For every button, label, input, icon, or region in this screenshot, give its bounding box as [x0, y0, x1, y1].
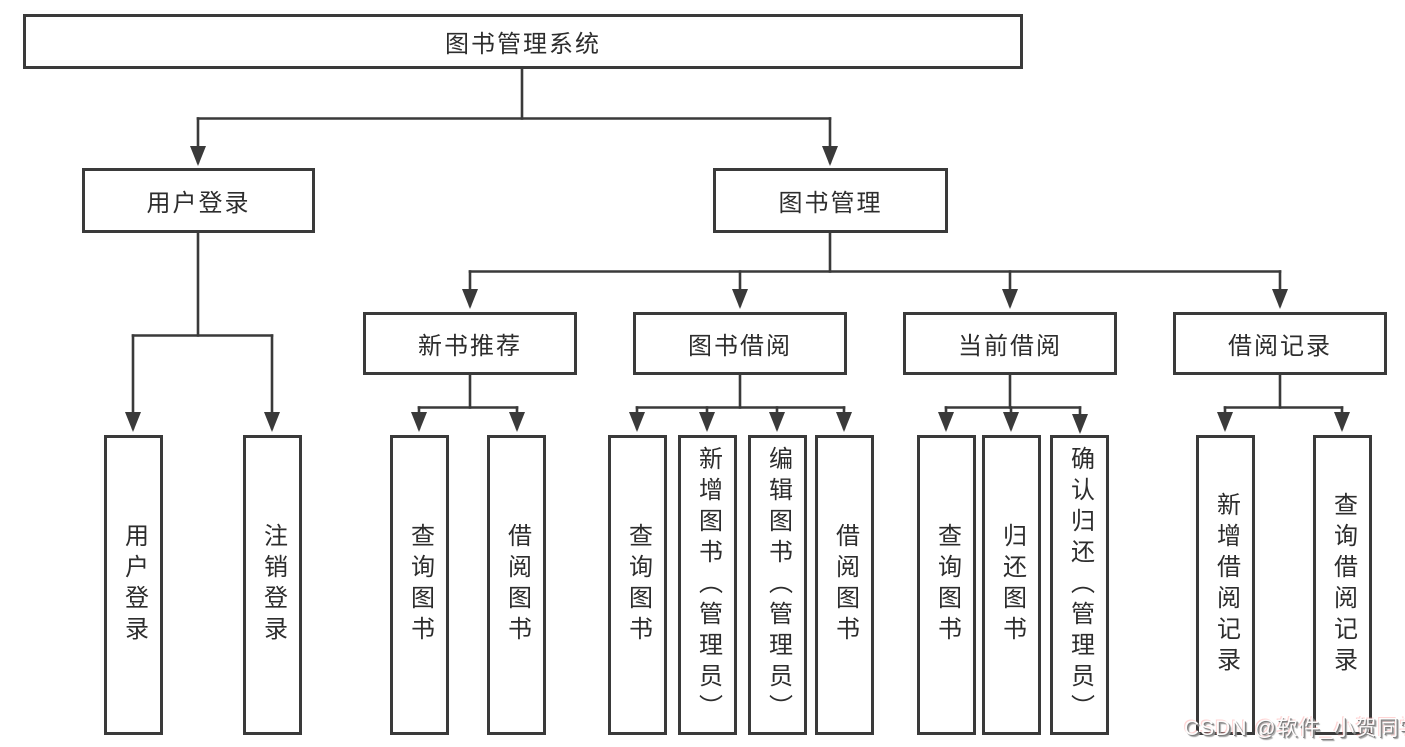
- leaf-borrow-books-recommend: 借阅图书: [487, 435, 546, 735]
- leaf-label: 归还图书: [998, 523, 1026, 647]
- leaf-label: 借阅图书: [503, 523, 531, 647]
- node-library-management-system: 图书管理系统: [23, 14, 1023, 69]
- leaf-query-books-borrowing: 查询图书: [608, 435, 667, 735]
- node-label: 图书借阅: [688, 333, 792, 360]
- leaf-confirm-return-admin: 确认归还（管理员）: [1050, 435, 1109, 735]
- leaf-label: 借阅图书: [831, 523, 859, 647]
- node-label: 新书推荐: [418, 333, 522, 360]
- leaf-query-books-recommend: 查询图书: [390, 435, 449, 735]
- leaf-logout: 注销登录: [243, 435, 302, 735]
- leaf-user-login: 用户登录: [104, 435, 163, 735]
- node-label: 图书管理系统: [445, 31, 601, 58]
- leaf-query-borrow-record: 查询借阅记录: [1313, 435, 1372, 735]
- node-label: 用户登录: [146, 190, 251, 217]
- leaf-return-books: 归还图书: [982, 435, 1041, 735]
- leaf-label: 新增借阅记录: [1212, 492, 1240, 678]
- leaf-edit-books-admin: 编辑图书（管理员）: [748, 435, 807, 735]
- node-label: 图书管理: [778, 190, 883, 217]
- leaf-add-borrow-record: 新增借阅记录: [1196, 435, 1255, 735]
- leaf-label: 查询图书: [406, 523, 434, 647]
- leaf-borrow-books: 借阅图书: [815, 435, 874, 735]
- leaf-label: 查询图书: [624, 523, 652, 647]
- node-borrow-records: 借阅记录: [1173, 312, 1387, 375]
- leaf-add-books-admin: 新增图书（管理员）: [678, 435, 737, 735]
- leaf-label: 新增图书（管理员）: [694, 445, 722, 725]
- leaf-label: 查询借阅记录: [1329, 492, 1357, 678]
- leaf-label: 用户登录: [120, 523, 148, 647]
- leaf-label: 确认归还（管理员）: [1066, 445, 1094, 725]
- node-book-management: 图书管理: [713, 168, 948, 233]
- node-label: 当前借阅: [958, 333, 1062, 360]
- leaf-label: 编辑图书（管理员）: [764, 445, 792, 725]
- leaf-query-books-current: 查询图书: [917, 435, 976, 735]
- leaf-label: 注销登录: [259, 523, 287, 647]
- node-user-login: 用户登录: [82, 168, 315, 233]
- csdn-watermark: CSDN @软件_小贺同学: [1184, 717, 1405, 740]
- leaf-label: 查询图书: [933, 523, 961, 647]
- node-label: 借阅记录: [1228, 333, 1332, 360]
- node-current-borrowing: 当前借阅: [903, 312, 1117, 375]
- node-book-borrowing: 图书借阅: [633, 312, 847, 375]
- node-new-book-recommend: 新书推荐: [363, 312, 577, 375]
